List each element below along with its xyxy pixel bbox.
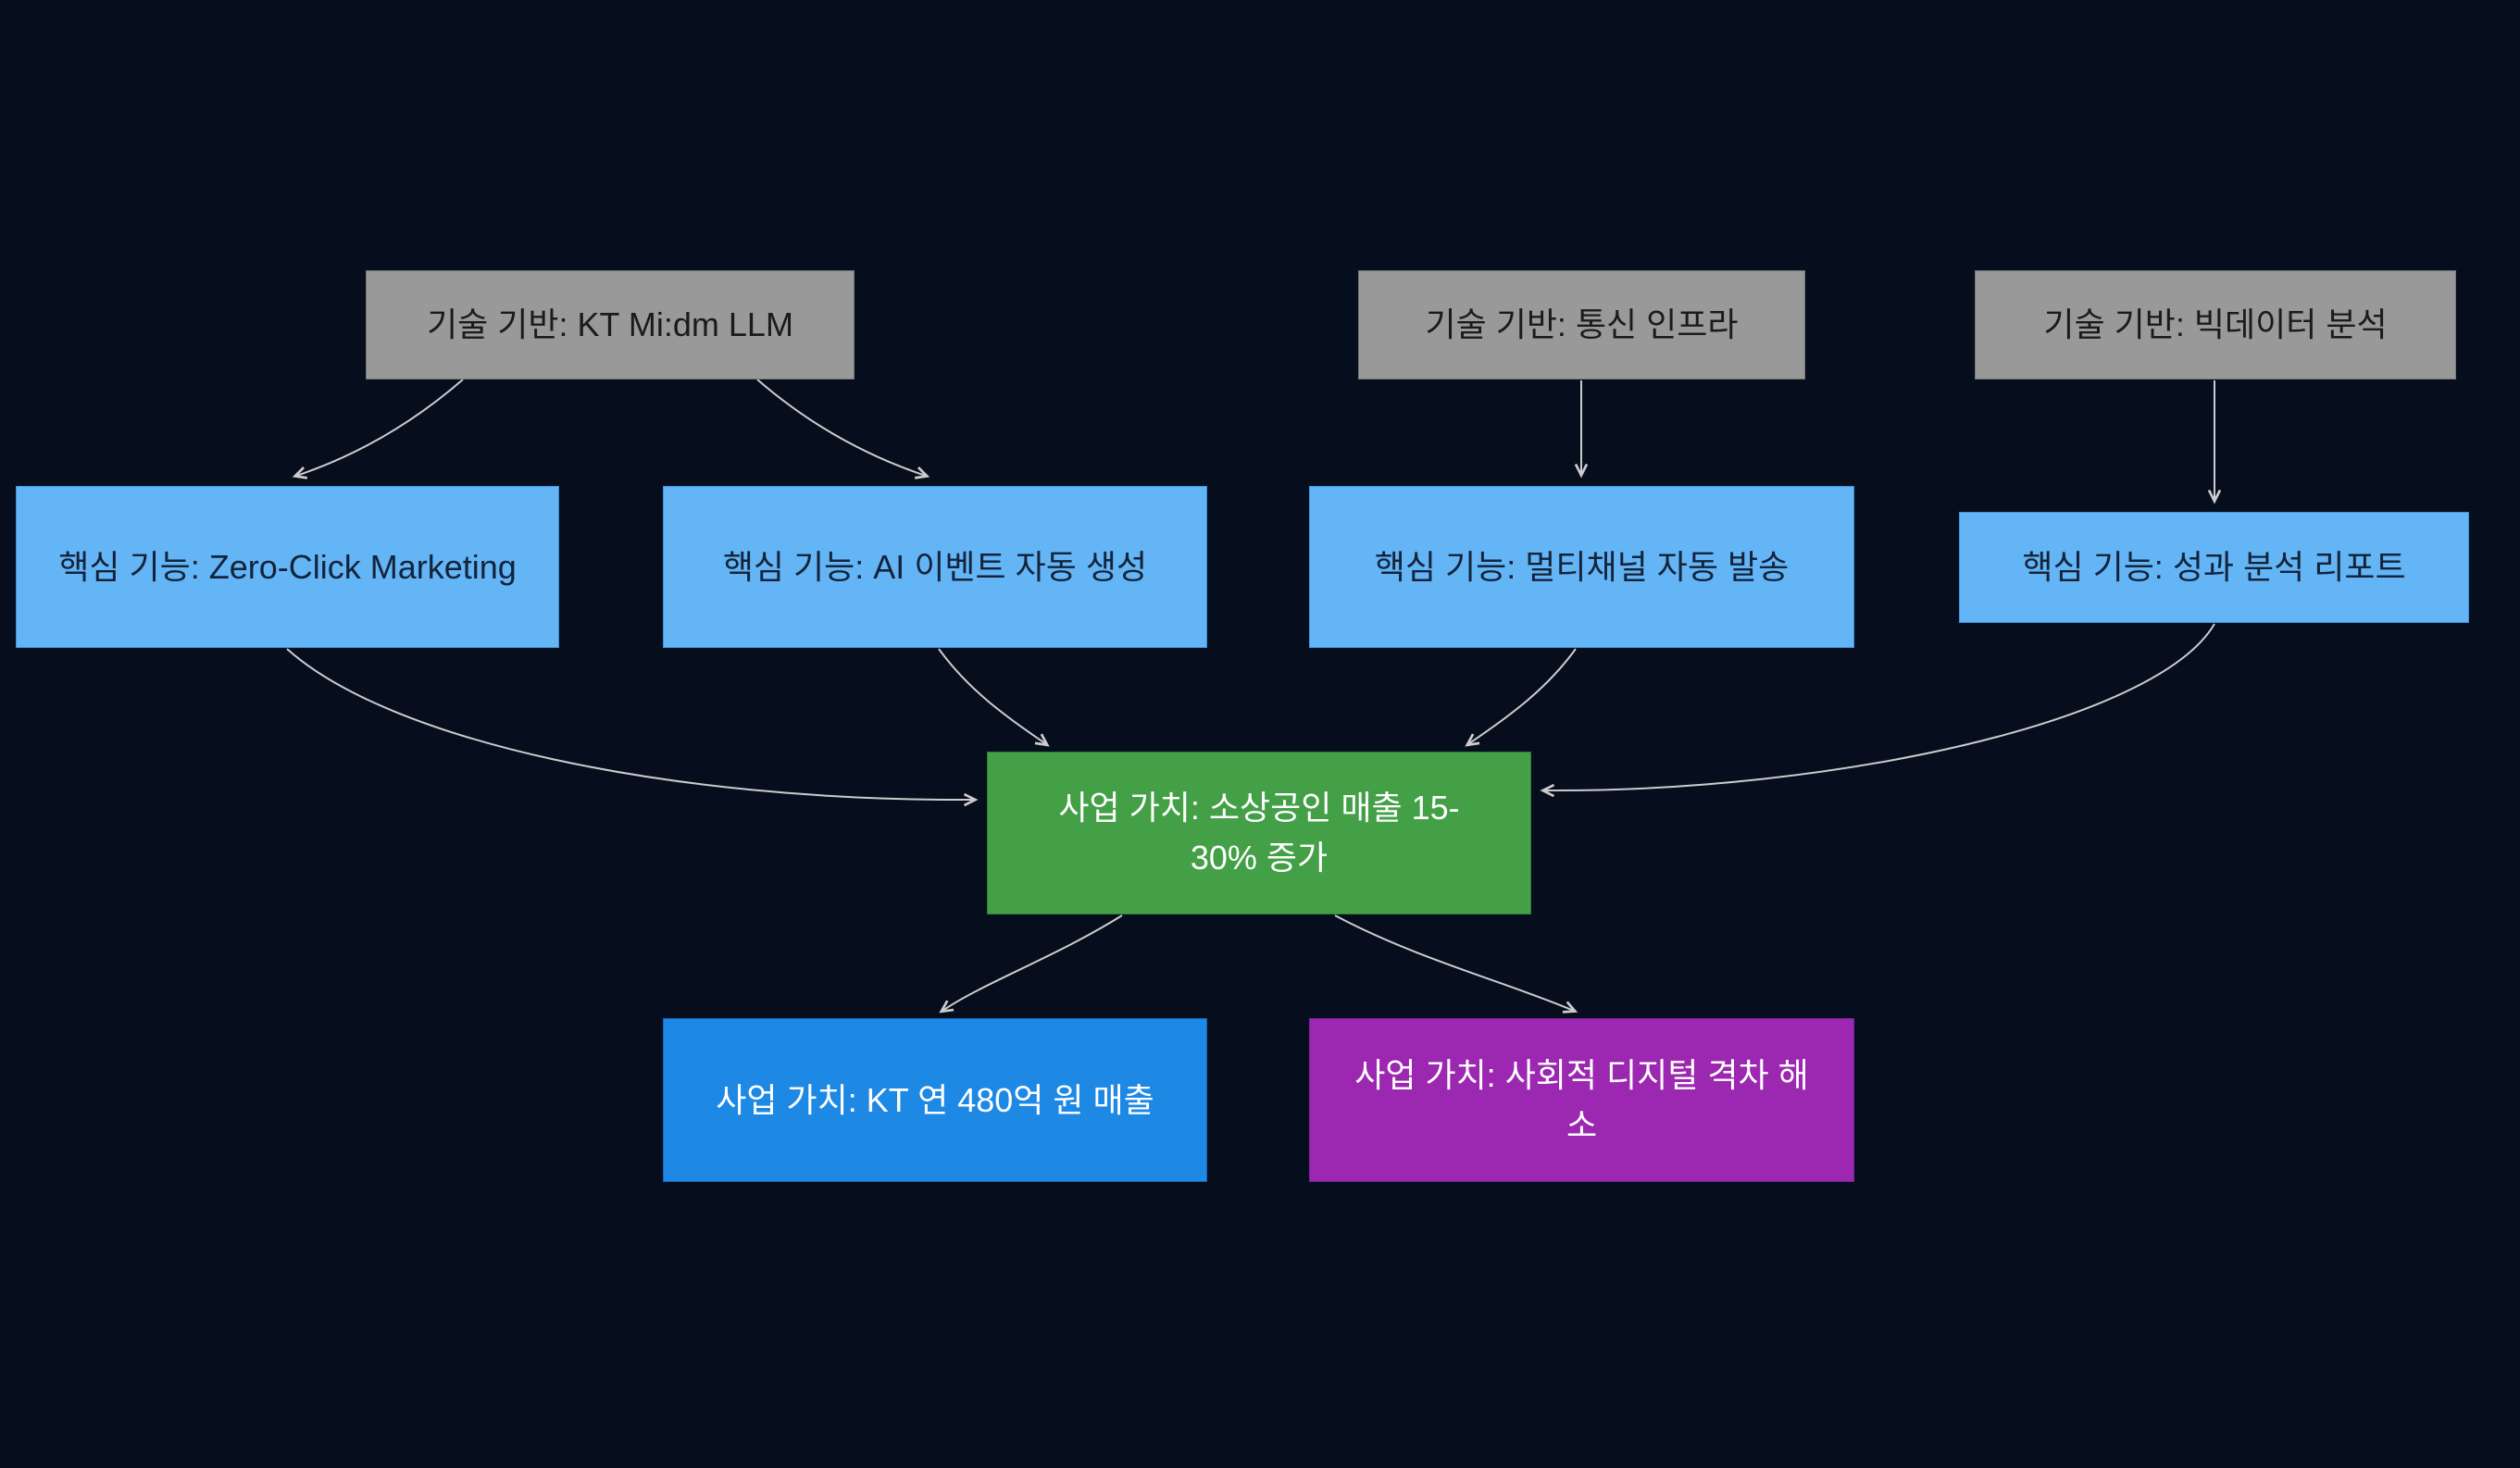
node-label: 기술 기반: 통신 인프라 bbox=[1425, 305, 1739, 343]
node-label: 핵심 기능: 성과 분석 리포트 bbox=[2022, 548, 2406, 586]
edge-tech-llm-to-feature-zero-click bbox=[292, 379, 464, 479]
node-feature-ai-event-generation: 핵심 기능: AI 이벤트 자동 생성 bbox=[663, 486, 1207, 648]
node-feature-performance-report: 핵심 기능: 성과 분석 리포트 bbox=[1959, 512, 2469, 623]
node-label: 사업 가치: 사회적 디지털 격차 해소 bbox=[1354, 1055, 1809, 1144]
edge-feature-zero-click-to-value-merchant-sales bbox=[286, 648, 979, 807]
node-value-merchant-sales-increase: 사업 가치: 소상공인 매출 15-30% 증가 bbox=[987, 752, 1531, 914]
node-label: 핵심 기능: 멀티채널 자동 발송 bbox=[1374, 547, 1790, 586]
edge-feature-multichannel-to-value-merchant-sales bbox=[1465, 648, 1577, 747]
edge-feature-analytics-to-value-merchant-sales bbox=[1540, 623, 2215, 798]
node-feature-zero-click-marketing: 핵심 기능: Zero-Click Marketing bbox=[16, 486, 559, 648]
node-label: 사업 가치: 소상공인 매출 15-30% 증가 bbox=[1058, 789, 1460, 877]
node-label: 핵심 기능: Zero-Click Marketing bbox=[58, 547, 517, 586]
node-label: 기술 기반: 빅데이터 분석 bbox=[2043, 305, 2388, 343]
edge-value-merchant-sales-to-value-kt-revenue bbox=[939, 914, 1123, 1014]
node-tech-bigdata-analysis: 기술 기반: 빅데이터 분석 bbox=[1975, 270, 2456, 379]
node-label: 기술 기반: KT Mi:dm LLM bbox=[427, 305, 793, 343]
edge-value-merchant-sales-to-value-digital-gap bbox=[1334, 914, 1578, 1014]
node-label: 핵심 기능: AI 이벤트 자동 생성 bbox=[722, 547, 1148, 586]
edge-tech-llm-to-feature-ai-event bbox=[756, 379, 930, 479]
node-tech-kt-midm-llm: 기술 기반: KT Mi:dm LLM bbox=[366, 270, 855, 379]
node-feature-multichannel-sending: 핵심 기능: 멀티채널 자동 발송 bbox=[1309, 486, 1854, 648]
node-value-digital-gap-resolution: 사업 가치: 사회적 디지털 격차 해소 bbox=[1309, 1018, 1854, 1182]
node-label: 사업 가치: KT 연 480억 원 매출 bbox=[716, 1080, 1154, 1119]
node-value-kt-annual-revenue: 사업 가치: KT 연 480억 원 매출 bbox=[663, 1018, 1207, 1182]
node-tech-telecom-infra: 기술 기반: 통신 인프라 bbox=[1358, 270, 1805, 379]
edge-feature-ai-event-to-value-merchant-sales bbox=[938, 648, 1050, 747]
